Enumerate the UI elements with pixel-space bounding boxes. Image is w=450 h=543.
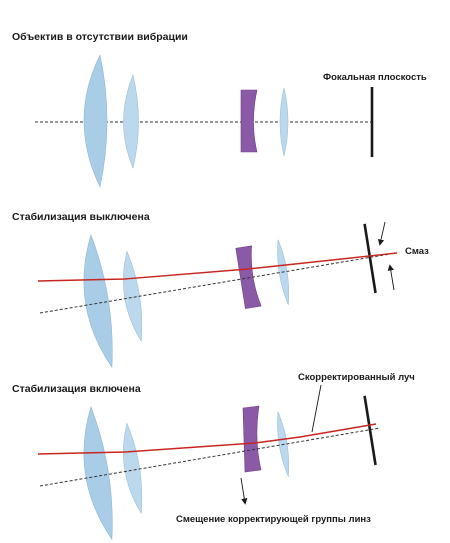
focal-plane-label: Фокальная плоскость bbox=[323, 72, 427, 83]
blur-label: Смаз bbox=[405, 246, 429, 257]
tilted-optical-axis bbox=[39, 427, 381, 487]
second-lens-element bbox=[123, 74, 139, 169]
focal-plane bbox=[363, 395, 377, 466]
shift-label: Смещение корректирующей группы линз bbox=[176, 514, 371, 525]
correcting-lens-group bbox=[240, 89, 258, 153]
panel-no-vibration: Объектив в отсутствии вибрации Фокальная… bbox=[12, 31, 427, 188]
light-ray bbox=[37, 252, 398, 282]
panel-stabilization-on: Стабилизация включена Скорректированный … bbox=[12, 372, 415, 541]
second-lens-element bbox=[123, 422, 143, 515]
corrected-ray-leader bbox=[311, 384, 322, 433]
blur-arrow-top bbox=[377, 221, 386, 246]
tilted-optical-axis bbox=[39, 253, 391, 314]
front-lens-element bbox=[83, 233, 113, 369]
panel-1-title: Объектив в отсутствии вибрации bbox=[12, 31, 188, 43]
second-lens-element bbox=[123, 250, 143, 343]
correcting-lens-group bbox=[235, 245, 262, 309]
front-lens-element bbox=[83, 405, 113, 541]
shift-direction-arrow bbox=[240, 477, 248, 505]
corrected-light-ray bbox=[37, 423, 377, 455]
panel-3-title: Стабилизация включена bbox=[12, 383, 141, 395]
corrected-ray-label: Скорректированный луч bbox=[298, 372, 415, 383]
panel-stabilization-off: Стабилизация выключена Смаз bbox=[12, 211, 429, 369]
blur-arrow-bottom bbox=[387, 264, 395, 291]
panel-2-title: Стабилизация выключена bbox=[12, 211, 150, 223]
shifted-correcting-lens-group bbox=[242, 405, 262, 473]
rear-lens-element bbox=[279, 87, 289, 157]
tilted-lens-group bbox=[83, 223, 377, 369]
focal-plane bbox=[363, 223, 377, 294]
front-lens-element bbox=[83, 54, 108, 188]
